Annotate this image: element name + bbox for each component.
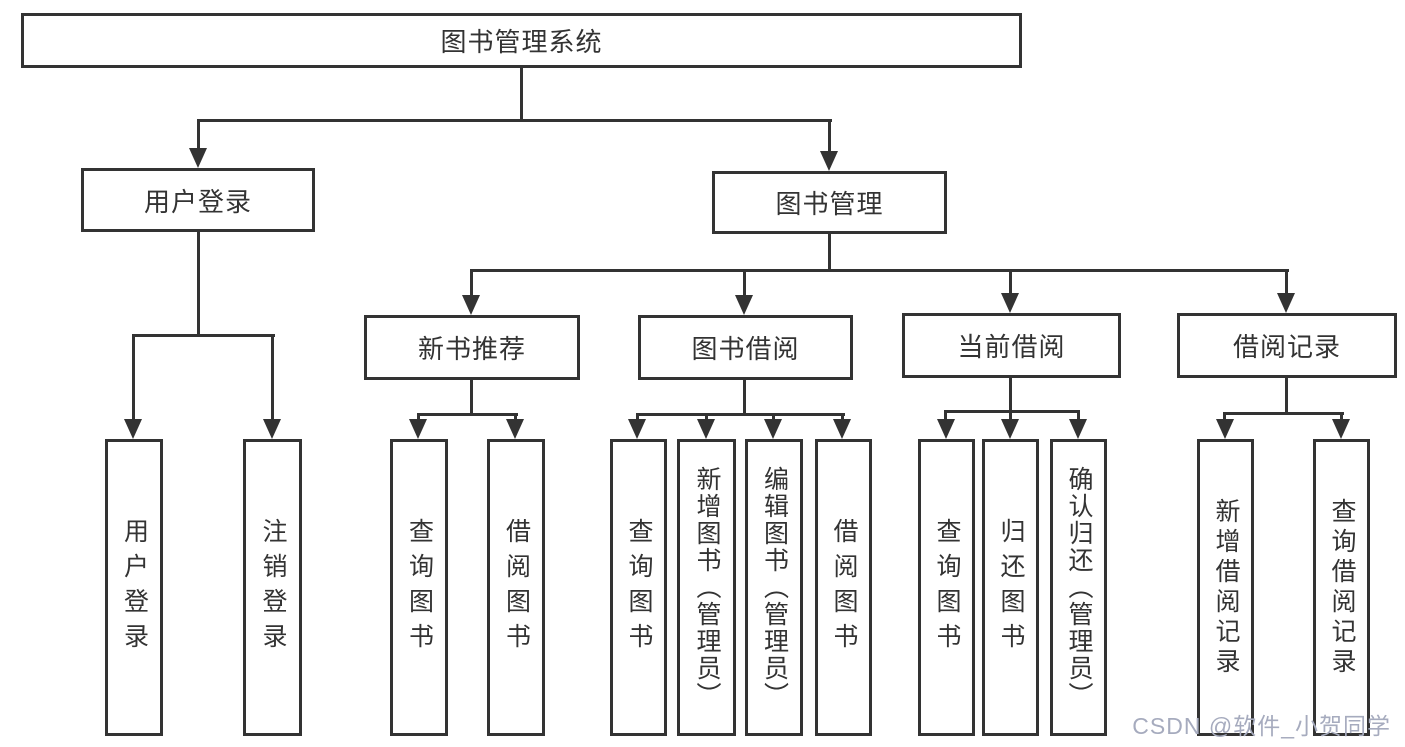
watermark: CSDN @软件_小贺同学 <box>1132 713 1391 739</box>
node-current-borrow: 当前借阅 <box>902 313 1121 378</box>
connector <box>514 413 517 421</box>
connector <box>636 413 639 421</box>
leaf-label: 查询图书 <box>405 517 434 658</box>
arrow-down-icon <box>462 295 480 315</box>
arrow-down-icon <box>1001 419 1019 439</box>
leaf-add-borrow-record: 新增借阅记录 <box>1197 439 1254 736</box>
connector <box>828 119 831 152</box>
leaf-add-books-admin: 新增图书（管理员） <box>677 439 736 736</box>
arrow-down-icon <box>506 419 524 439</box>
leaf-label: 新增图书（管理员） <box>693 466 721 709</box>
leaf-user-login: 用户登录 <box>105 439 163 736</box>
connector <box>197 232 200 337</box>
leaf-label: 编辑图书（管理员） <box>760 466 789 709</box>
arrow-down-icon <box>764 419 782 439</box>
connector <box>132 334 275 337</box>
connector <box>944 410 1080 413</box>
leaf-query-books-recommend: 查询图书 <box>390 439 448 736</box>
connector <box>743 269 746 297</box>
arrow-down-icon <box>735 295 753 315</box>
arrow-down-icon <box>628 419 646 439</box>
arrow-down-icon <box>833 419 851 439</box>
arrow-down-icon <box>1277 293 1295 313</box>
connector <box>705 413 708 421</box>
leaf-edit-books-admin: 编辑图书（管理员） <box>745 439 803 736</box>
connector <box>470 380 473 415</box>
connector <box>470 269 1289 272</box>
leaf-borrow-books: 借阅图书 <box>815 439 872 736</box>
connector <box>417 413 420 421</box>
connector <box>470 269 473 297</box>
connector <box>944 410 947 421</box>
leaf-return-books: 归还图书 <box>982 439 1039 736</box>
leaf-label: 查询借阅记录 <box>1328 497 1356 678</box>
arrow-down-icon <box>820 151 838 171</box>
leaf-label: 新增借阅记录 <box>1212 497 1240 678</box>
connector <box>841 413 844 421</box>
arrow-down-icon <box>189 148 207 168</box>
connector <box>1009 269 1012 295</box>
node-book-borrow: 图书借阅 <box>638 315 853 380</box>
leaf-label: 借阅图书 <box>502 517 531 658</box>
leaf-confirm-return-admin: 确认归还（管理员） <box>1050 439 1107 736</box>
connector <box>1077 410 1080 421</box>
connector <box>1223 412 1344 415</box>
connector <box>743 380 746 415</box>
connector <box>828 234 831 272</box>
connector <box>520 68 523 120</box>
arrow-down-icon <box>1216 419 1234 439</box>
connector <box>1340 412 1343 421</box>
connector <box>271 334 274 420</box>
connector <box>197 119 832 122</box>
leaf-label: 用户登录 <box>120 517 149 658</box>
leaf-label: 确认归还（管理员） <box>1065 466 1093 709</box>
node-book-management: 图书管理 <box>712 171 947 234</box>
leaf-logout: 注销登录 <box>243 439 302 736</box>
leaf-query-books-borrow: 查询图书 <box>610 439 667 736</box>
arrow-down-icon <box>263 419 281 439</box>
leaf-label: 查询图书 <box>625 517 653 658</box>
connector <box>132 334 135 420</box>
arrow-down-icon <box>1001 293 1019 313</box>
leaf-query-borrow-record: 查询借阅记录 <box>1313 439 1370 736</box>
arrow-down-icon <box>1069 419 1087 439</box>
leaf-label: 归还图书 <box>997 517 1025 658</box>
leaf-label: 借阅图书 <box>830 517 858 658</box>
connector <box>1285 378 1288 414</box>
connector <box>1285 269 1288 295</box>
connector <box>1009 378 1012 412</box>
connector <box>772 413 775 421</box>
leaf-label: 查询图书 <box>933 517 961 658</box>
connector <box>1223 412 1226 421</box>
leaf-query-books-current: 查询图书 <box>918 439 975 736</box>
arrow-down-icon <box>1332 419 1350 439</box>
leaf-label: 注销登录 <box>259 517 287 658</box>
connector <box>417 413 518 416</box>
connector <box>197 119 200 149</box>
arrow-down-icon <box>409 419 427 439</box>
arrow-down-icon <box>124 419 142 439</box>
node-new-book-recommend: 新书推荐 <box>364 315 580 380</box>
arrow-down-icon <box>697 419 715 439</box>
connector <box>637 413 845 416</box>
node-root: 图书管理系统 <box>21 13 1022 68</box>
node-borrow-records: 借阅记录 <box>1177 313 1397 378</box>
connector <box>1009 410 1012 421</box>
arrow-down-icon <box>937 419 955 439</box>
node-user-login: 用户登录 <box>81 168 315 232</box>
leaf-borrow-books-recommend: 借阅图书 <box>487 439 545 736</box>
